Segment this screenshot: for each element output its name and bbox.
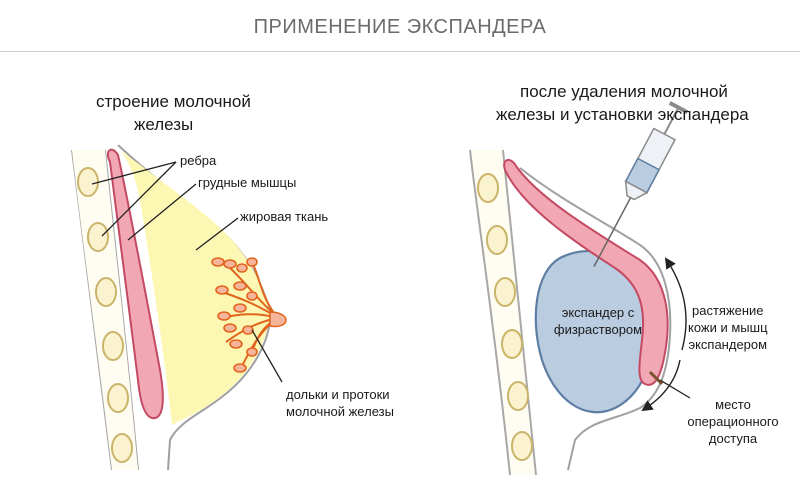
mammary-lobules [211,257,258,373]
label-access-line-3: доступа [708,431,758,446]
access-incision [648,370,664,386]
label-lobules: дольки и протоки молочной железы [286,386,394,420]
left-anatomy [71,144,287,471]
right-caption-line-1: после удаления молочной [520,82,728,101]
right-caption: после удаления молочной [520,80,728,103]
stretch-arrow-lower [641,359,681,412]
access-leader [659,379,691,399]
label-stretch-line-1: растяжение [691,303,764,318]
page-title: ПРИМЕНЕНИЕ ЭКСПАНДЕРА [253,16,547,38]
label-expander: экспандер с физраствором [548,304,648,338]
right-rib-6 [511,431,533,461]
left-leader-lines [91,161,283,383]
left-rib-3 [95,277,117,307]
nipple [269,311,287,328]
left-rib-4 [102,331,124,361]
left-caption: строение молочной железы [96,90,251,136]
fat-tissue [120,150,270,425]
right-caption-2: железы и установки экспандера [496,103,749,126]
right-skin-outline [519,167,672,471]
right-caption-line-2: железы и установки экспандера [496,105,749,124]
stretch-arrow [664,257,687,351]
label-ribs: ребра [180,153,217,168]
label-access-line-2: операционного [687,414,779,429]
left-rib-6 [111,433,133,463]
label-lobules-line-2: молочной железы [286,404,394,419]
right-rib-1 [477,173,499,203]
left-rib-2 [87,222,109,252]
right-rib-5 [507,381,529,411]
right-rib-4 [501,329,523,359]
label-access: место операционного доступа [678,396,788,447]
right-rib-3 [494,277,516,307]
label-fat: жировая ткань [240,209,329,224]
label-stretch: растяжение кожи и мышц экспандером [688,302,768,353]
left-caption-line-2: железы [134,115,194,134]
label-stretch-line-2: кожи и мышц [688,320,768,335]
right-anatomy [469,101,691,476]
left-rib-1 [77,167,99,197]
label-expander-line-2: физраствором [553,322,643,337]
label-expander-line-1: экспандер с [561,305,635,320]
left-rib-5 [107,383,129,413]
label-lobules-line-1: дольки и протоки [286,387,390,402]
left-caption-line-1: строение молочной [96,92,251,111]
syringe [593,101,689,267]
right-rib-2 [486,225,508,255]
title-divider [0,51,800,52]
label-muscles: грудные мышцы [198,175,297,190]
label-stretch-line-3: экспандером [688,337,768,352]
label-access-line-1: место [715,397,751,412]
